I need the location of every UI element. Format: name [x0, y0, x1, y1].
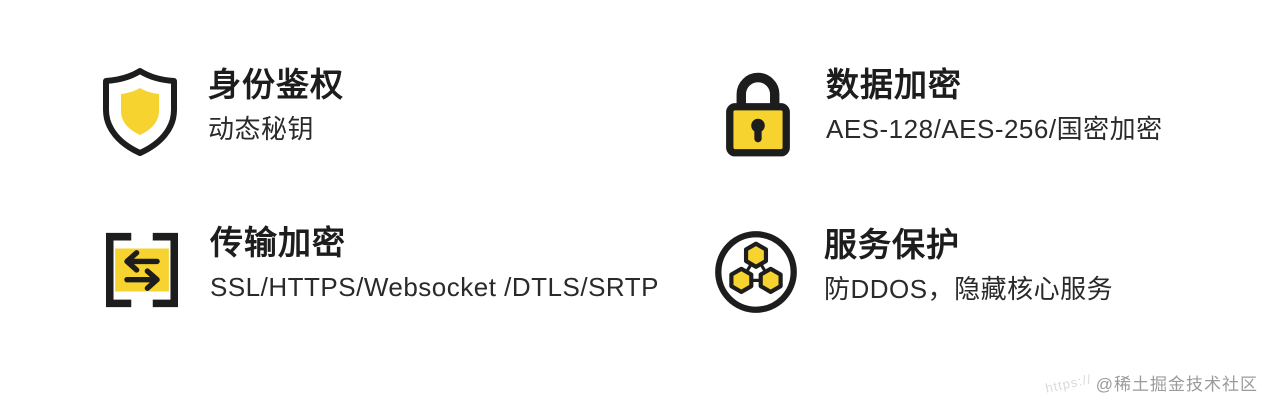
feature-transport-encryption: 传输加密 SSL/HTTPS/Websocket /DTLS/SRTP: [96, 224, 659, 316]
feature-title: 数据加密: [826, 66, 962, 103]
feature-text-block: 数据加密 AES-128/AES-256/国密加密: [826, 66, 1163, 145]
hexagon-network-icon: [710, 226, 802, 318]
feature-data-encryption: 数据加密 AES-128/AES-256/国密加密: [712, 66, 1163, 158]
faint-url-watermark: https://: [1043, 371, 1094, 396]
feature-subtitle: AES-128/AES-256/国密加密: [826, 113, 1163, 144]
transfer-arrows-icon: [96, 224, 188, 316]
feature-title: 服务保护: [824, 226, 960, 263]
shield-icon: [94, 66, 186, 158]
feature-text-block: 传输加密 SSL/HTTPS/Websocket /DTLS/SRTP: [210, 224, 659, 303]
feature-identity-auth: 身份鉴权 动态秘钥: [94, 66, 344, 158]
lock-icon: [712, 66, 804, 158]
feature-subtitle: 动态秘钥: [208, 113, 315, 144]
feature-text-block: 服务保护 防DDOS，隐藏核心服务: [824, 226, 1113, 305]
feature-title: 传输加密: [210, 224, 346, 261]
feature-subtitle: 防DDOS，隐藏核心服务: [824, 273, 1114, 304]
feature-subtitle: SSL/HTTPS/Websocket /DTLS/SRTP: [210, 271, 659, 302]
feature-text-block: 身份鉴权 动态秘钥: [208, 66, 344, 145]
community-watermark: @稀土掘金技术社区: [1095, 375, 1258, 394]
feature-service-protection: 服务保护 防DDOS，隐藏核心服务: [710, 226, 1113, 318]
feature-title: 身份鉴权: [208, 66, 344, 103]
